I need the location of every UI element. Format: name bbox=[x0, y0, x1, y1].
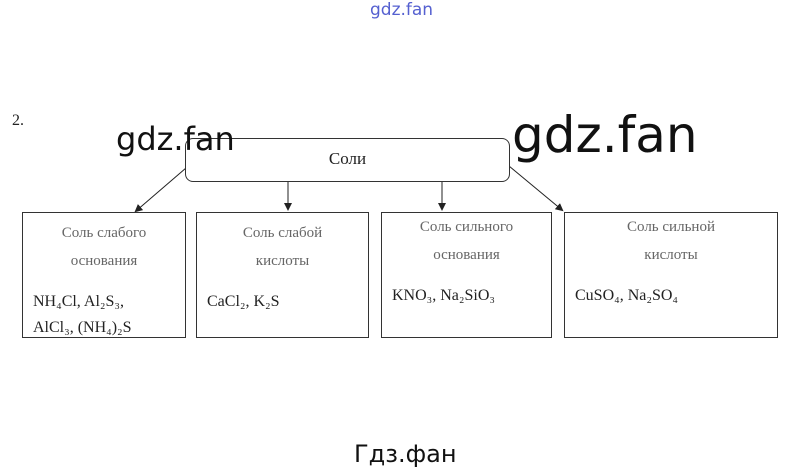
arrow-1 bbox=[134, 167, 187, 213]
category-title: основания bbox=[433, 247, 500, 263]
category-title: кислоты bbox=[255, 253, 310, 269]
root-label: Соли bbox=[328, 149, 367, 168]
category-formula: CaCl₂, K₂S bbox=[207, 293, 280, 310]
category-title: кислоты bbox=[644, 247, 698, 263]
task-number: 2. bbox=[12, 112, 24, 129]
category-title: Соль сильной bbox=[627, 219, 715, 235]
watermark-bottom: Гдз.фан bbox=[354, 440, 457, 468]
category-box-weak-acid: Соль слабой кислоты CaCl₂, K₂S bbox=[196, 212, 369, 338]
category-title: Соль слабой bbox=[242, 225, 323, 241]
category-formula: AlCl₃, (NH₄)₂S bbox=[33, 319, 132, 336]
category-formula: KNO₃, Na₂SiO₃ bbox=[392, 287, 495, 304]
watermark-right: gdz.fan bbox=[512, 106, 698, 164]
category-box-strong-acid: Соль сильной кислоты CuSO₄, Na₂SO₄ bbox=[564, 212, 778, 338]
category-title: основания bbox=[70, 253, 138, 269]
category-box-weak-base: Соль слабого основания NH₄Cl, Al₂S₃, AlCl₃… bbox=[22, 212, 186, 338]
category-title: Соль слабого bbox=[61, 225, 147, 241]
category-title: Соль сильного bbox=[419, 219, 514, 235]
watermark-top: gdz.fan bbox=[370, 0, 434, 20]
category-formula: CuSO₄, Na₂SO₄ bbox=[575, 287, 678, 304]
category-box-strong-base: Соль сильного основания KNO₃, Na₂SiO₃ bbox=[381, 212, 552, 338]
category-formula: NH₄Cl, Al₂S₃, bbox=[33, 293, 124, 310]
arrow-4 bbox=[508, 165, 564, 212]
root-node-salts: Соли bbox=[185, 138, 510, 182]
watermark-left: gdz.fan bbox=[116, 120, 235, 158]
